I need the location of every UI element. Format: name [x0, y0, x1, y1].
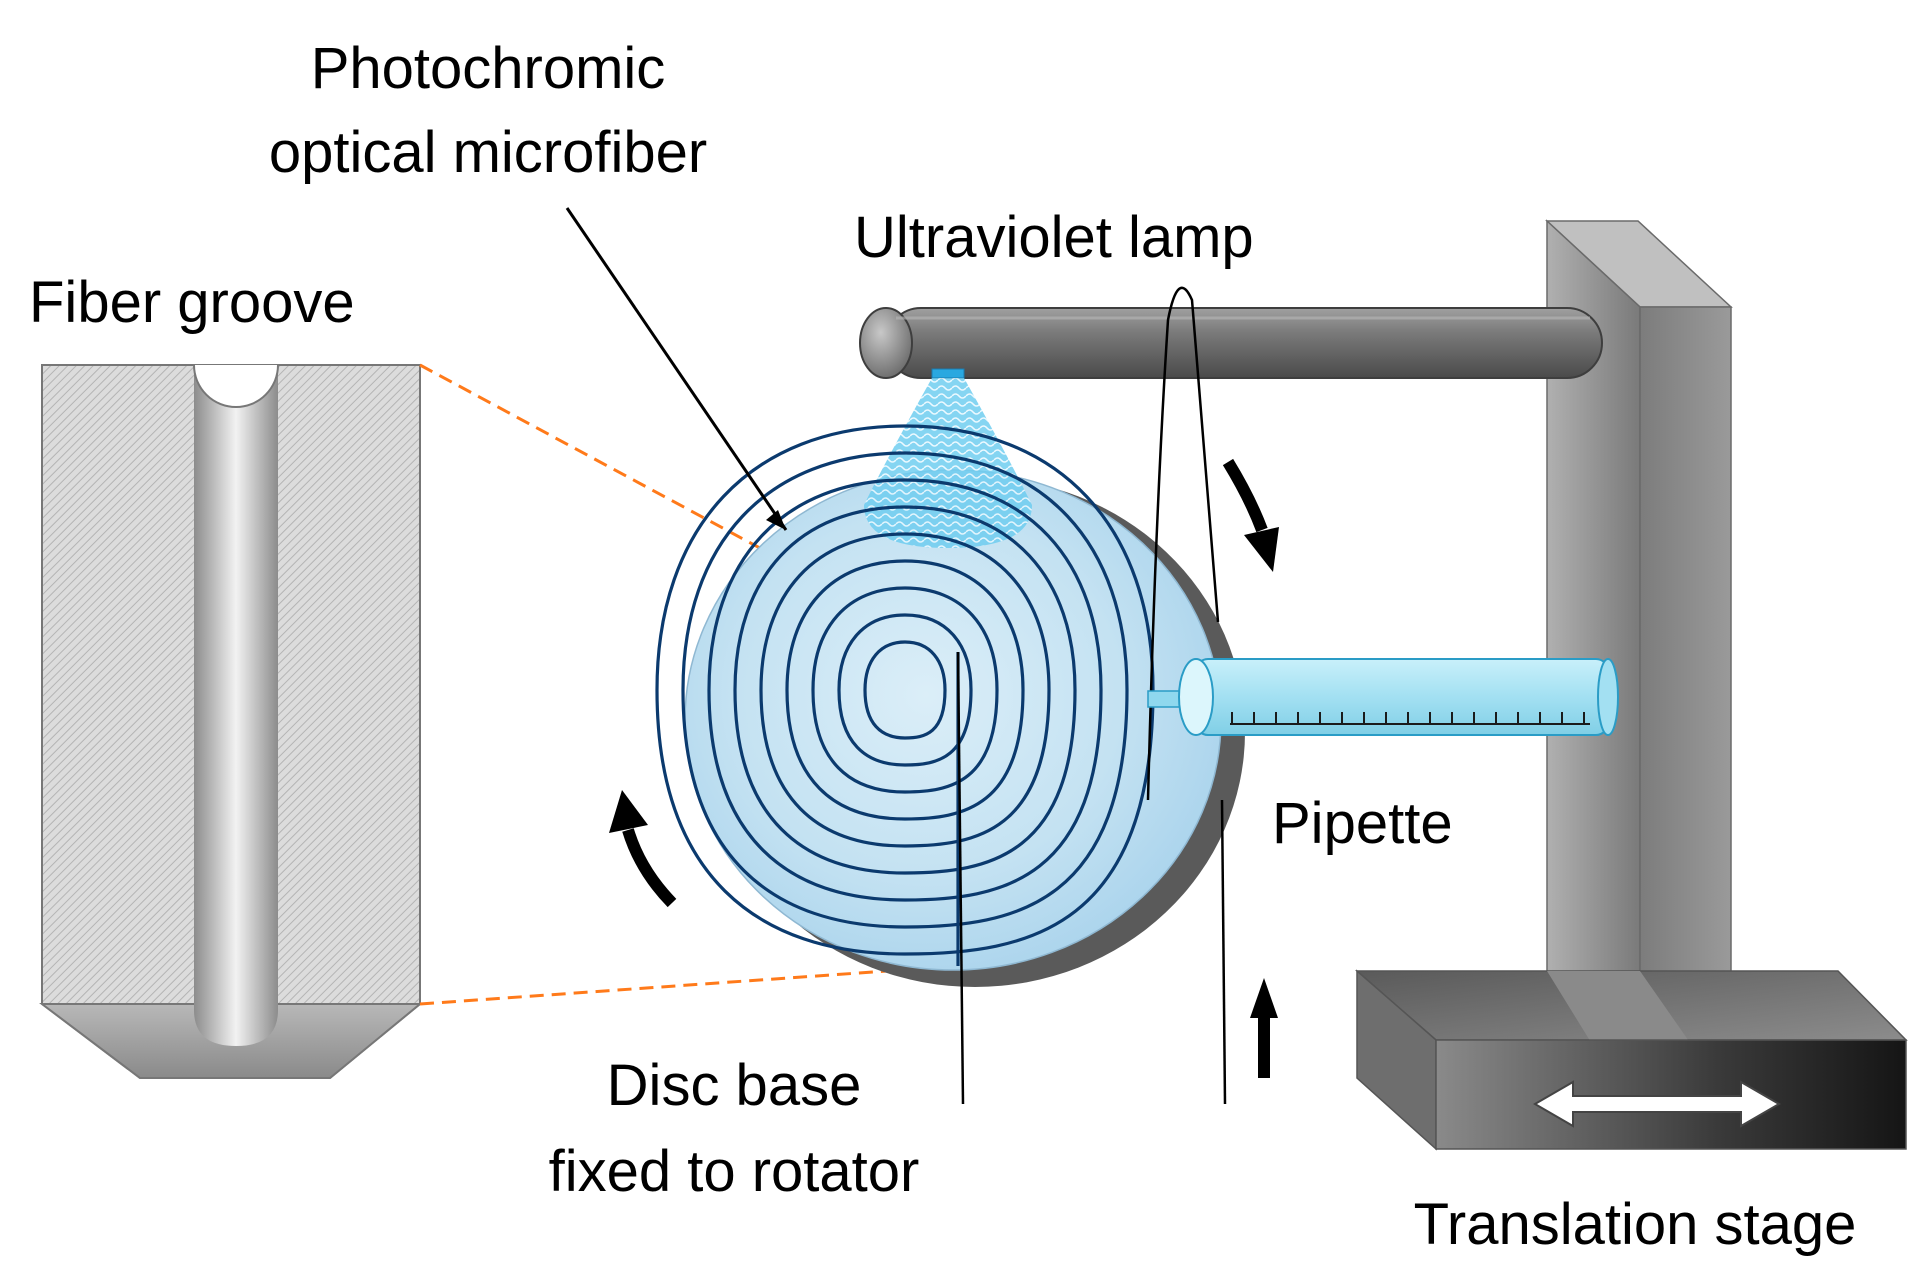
rotation-arrow-right-icon: [1222, 458, 1279, 572]
fiber-groove-block: [39, 364, 423, 1079]
fiber-loop-turn: [681, 451, 1129, 929]
uv-light-beam: [864, 368, 1032, 548]
fiber-loop-turn: [707, 478, 1103, 902]
microfiber-spiral: [655, 424, 1155, 956]
fiber-loop-turn: [811, 586, 999, 794]
fiber-loop-turn: [785, 559, 1025, 821]
fiber-loop-turn: [733, 505, 1077, 875]
fiber-loop-turn: [863, 640, 947, 740]
disc-label-line1: Disc base: [607, 1053, 862, 1118]
uv-lamp-label: Ultraviolet lamp: [854, 205, 1254, 270]
stand-column: [1545, 219, 1733, 1058]
microfiber-pointer-icon: [766, 510, 786, 530]
microfiber-label-line2: optical microfiber: [269, 120, 707, 185]
zoom-guide-lines: [419, 363, 959, 1006]
upward-arrow-icon: [1250, 978, 1278, 1078]
microfiber-label-line1: Photochromic: [311, 36, 666, 101]
microfiber-pointer-line: [565, 207, 788, 531]
fiber-loop: [1146, 286, 1227, 1105]
fiber-lead-line: [956, 651, 965, 1105]
fiber-loop-turn: [655, 424, 1155, 956]
pipette: [1147, 658, 1619, 736]
fiber-groove-label: Fiber groove: [29, 270, 355, 335]
fiber-loop-turn: [837, 613, 973, 767]
rotation-arrow-left-icon: [609, 790, 677, 908]
disc-label-line2: fixed to rotator: [549, 1139, 920, 1204]
uv-lamp-rod: [859, 307, 1603, 379]
translation-stage-base: [1355, 969, 1908, 1151]
fiber-loop-turn: [759, 532, 1051, 848]
translation-stage-label: Translation stage: [1414, 1192, 1857, 1257]
double-arrow-icon: [1533, 1080, 1781, 1128]
pipette-label: Pipette: [1272, 791, 1453, 856]
